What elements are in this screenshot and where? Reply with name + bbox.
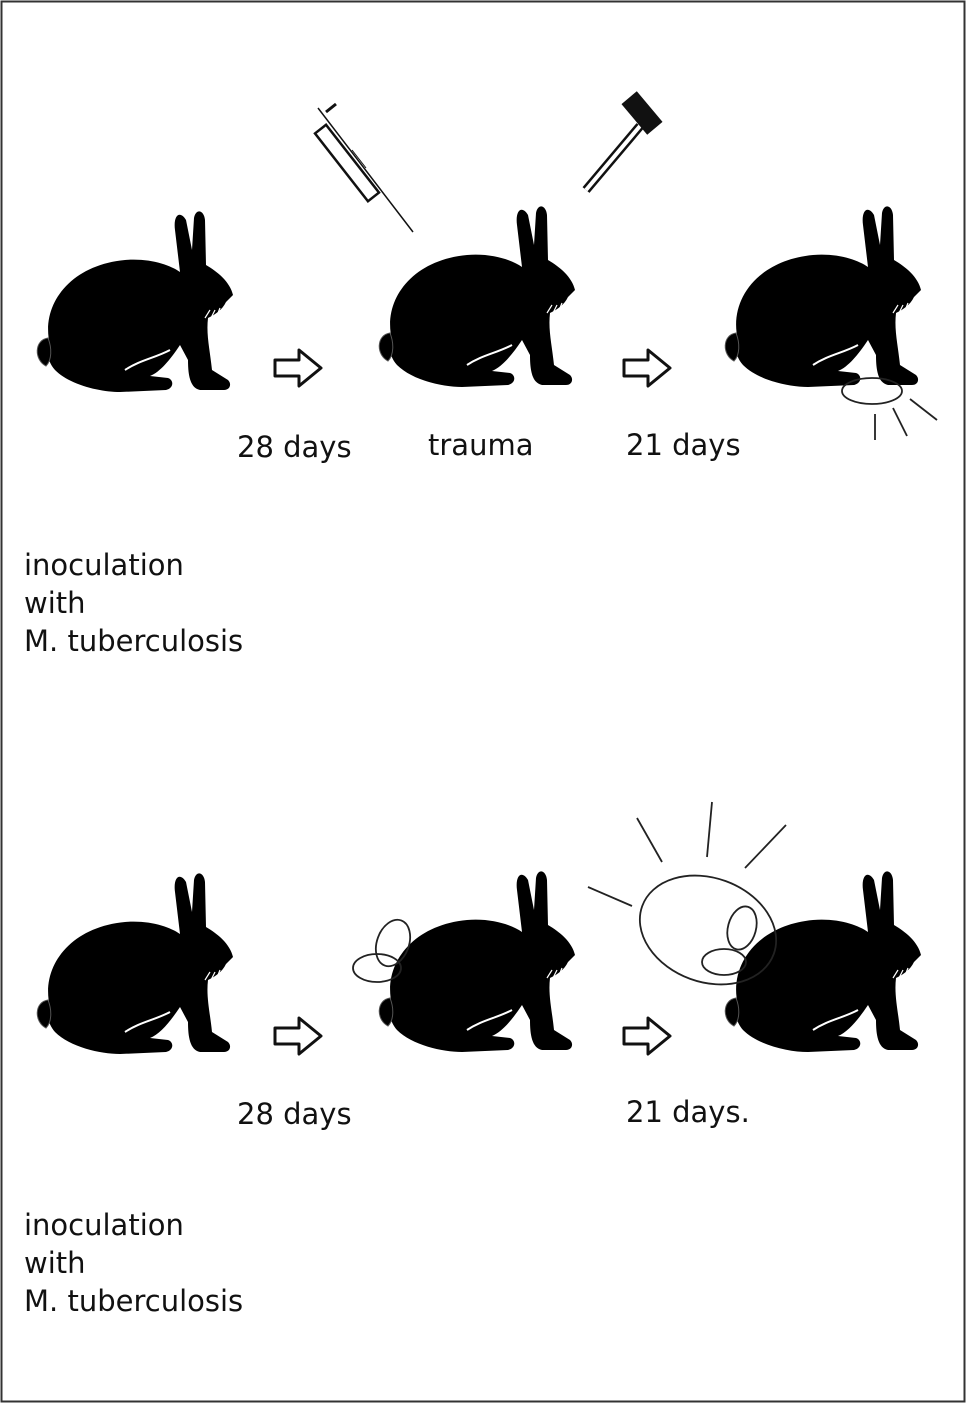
- arrow-right-icon: [275, 1018, 321, 1054]
- rabbit-silhouette-icon: [379, 206, 575, 387]
- inoculation-line: inoculation: [24, 1206, 243, 1244]
- inoculation-label: inoculation with M. tuberculosis: [24, 546, 243, 660]
- step1-duration-label: 28 days: [237, 1095, 352, 1133]
- radiating-lines-icon: [588, 802, 786, 906]
- inoculation-line: M. tuberculosis: [24, 1282, 243, 1320]
- inoculation-line: inoculation: [24, 546, 243, 584]
- syringe-icon: [315, 104, 413, 232]
- trauma-label: trauma: [428, 426, 533, 464]
- step3-duration-label: 21 days.: [626, 1093, 750, 1131]
- arrow-right-icon: [624, 1018, 670, 1054]
- inoculation-label: inoculation with M. tuberculosis: [24, 1206, 243, 1320]
- radiating-lines-icon: [875, 399, 937, 440]
- swelling-ellipse-icon: [842, 378, 902, 404]
- hammer-icon: [586, 91, 663, 190]
- rabbit-silhouette-icon: [725, 206, 921, 387]
- arrow-right-icon: [275, 350, 321, 386]
- rabbit-silhouette-icon: [37, 211, 233, 392]
- inoculation-line: M. tuberculosis: [24, 622, 243, 660]
- inoculation-line: with: [24, 584, 243, 622]
- step3-duration-label: 21 days: [626, 426, 741, 464]
- rabbit-silhouette-icon: [379, 871, 575, 1052]
- inoculation-line: with: [24, 1244, 243, 1282]
- arrow-right-icon: [624, 350, 670, 386]
- rabbit-silhouette-icon: [37, 873, 233, 1054]
- step1-duration-label: 28 days: [237, 428, 352, 466]
